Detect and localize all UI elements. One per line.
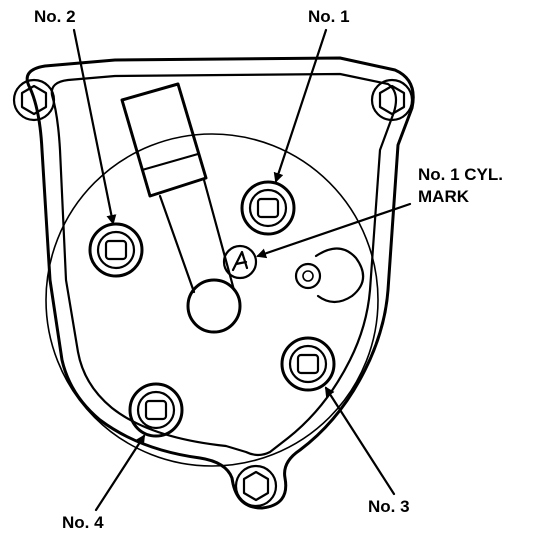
label-no1: No. 1 [308,7,350,26]
rotor-block [120,82,208,198]
label-no3: No. 3 [368,497,410,516]
rotor-stem [158,178,236,294]
mounting-bolt-left [12,78,56,122]
leader-cyl-mark [256,202,412,259]
rotor-hub [186,278,242,334]
label-cyl-mark-line1: No. 1 CYL. [418,165,503,184]
cap-face-circle [45,133,379,467]
label-no2: No. 2 [34,7,76,26]
housing-inner-outline [50,72,398,457]
cylinder-mark [222,244,258,280]
label-no4: No. 4 [62,513,104,532]
housing-outer-outline [25,56,415,510]
terminal-no3 [280,336,336,392]
leader-no3 [324,386,396,496]
terminal-no1 [240,180,296,236]
rotor-block-band [140,152,200,172]
center-boss [294,247,365,304]
mounting-bolt-right [370,78,414,122]
leader-no4 [94,434,146,512]
mounting-bolt-bottom [234,464,278,508]
label-cyl-mark-line2: MARK [418,187,470,206]
rotor-arm [120,82,242,334]
cap-housing [25,56,415,510]
terminal-no4 [128,382,184,438]
leader-no2 [72,28,117,225]
leader-no1 [273,28,328,183]
terminal-no2 [88,222,144,278]
